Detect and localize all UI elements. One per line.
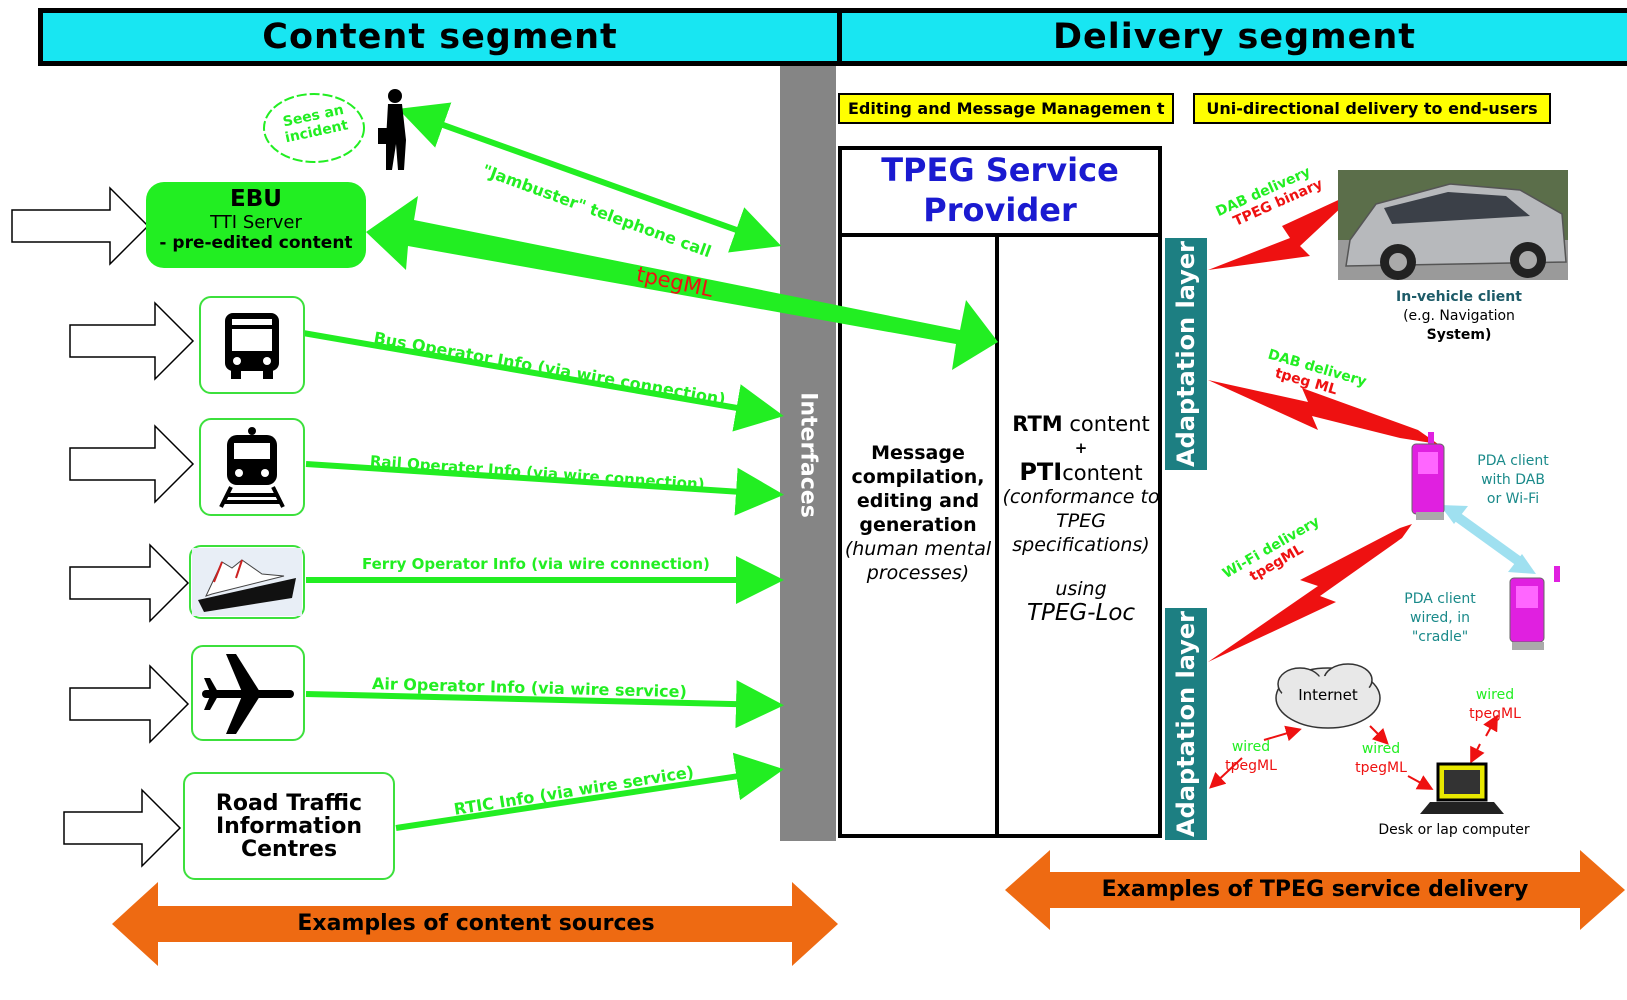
content-sources-arrow bbox=[112, 882, 838, 966]
vehicle-client-label: In-vehicle client (e.g. Navigation Syste… bbox=[1396, 289, 1522, 343]
wired-label-3: wired tpegML bbox=[1469, 687, 1521, 722]
internet-label: Internet bbox=[1298, 686, 1358, 704]
ferry-flow-label: Ferry Operator Info (via wire connection… bbox=[362, 555, 710, 573]
input-arrow-bus bbox=[69, 301, 195, 381]
wired-label-2: wired tpegML bbox=[1355, 741, 1407, 776]
rtic-arrow bbox=[395, 752, 784, 831]
content-sources-label: Examples of content sources bbox=[297, 911, 655, 936]
air-operator-box bbox=[191, 645, 305, 741]
dab-bolt-pda bbox=[1208, 380, 1438, 444]
pda-link-arrow bbox=[1449, 508, 1527, 570]
interfaces-bar bbox=[780, 66, 836, 841]
ferry-icon bbox=[192, 548, 302, 616]
dab-bolt-vehicle bbox=[1208, 190, 1360, 270]
pda-wired-label: PDA client wired, in "cradle" bbox=[1404, 591, 1476, 645]
provider-divider-h bbox=[838, 233, 1162, 237]
provider-box bbox=[838, 146, 1162, 838]
input-arrows bbox=[11, 186, 195, 868]
input-arrow-rail bbox=[69, 424, 195, 504]
input-arrow-ebu bbox=[11, 186, 150, 266]
rail-operator-box bbox=[199, 418, 305, 516]
unidirectional-label: Uni-directional delivery to end-users bbox=[1193, 93, 1551, 124]
editing-label: Editing and Message Managemen t bbox=[838, 93, 1175, 124]
wifi-bolt bbox=[1208, 524, 1412, 662]
person-icon bbox=[378, 89, 406, 170]
desk-computer-label: Desk or lap computer bbox=[1378, 822, 1530, 838]
bus-arrow bbox=[302, 330, 784, 432]
pda-dab-icon bbox=[1411, 432, 1445, 520]
input-arrow-air bbox=[69, 664, 190, 744]
delivery-segment-header: Delivery segment bbox=[837, 8, 1627, 66]
bus-icon bbox=[225, 313, 279, 379]
adaptation-layer-top: Adaptation layer bbox=[1165, 238, 1207, 470]
input-arrow-ferry bbox=[69, 543, 190, 623]
ebu-server-box: EBU TTI Server - pre-edited content bbox=[146, 182, 366, 268]
internet-cloud-icon bbox=[1275, 663, 1381, 729]
tpegml-main-arrow bbox=[366, 196, 998, 370]
car-image bbox=[1338, 170, 1568, 280]
train-icon bbox=[219, 427, 285, 508]
rail-arrow bbox=[305, 461, 784, 516]
incident-bubble-icon bbox=[263, 93, 365, 163]
pda-wired-icon bbox=[1509, 566, 1560, 650]
message-compilation-text: Message compilation, editing and generat… bbox=[844, 442, 992, 584]
provider-divider-v bbox=[995, 233, 999, 838]
airplane-icon bbox=[202, 654, 294, 734]
service-delivery-label: Examples of TPEG service delivery bbox=[1101, 877, 1529, 902]
pda-dab-label: PDA client with DAB or Wi-Fi bbox=[1477, 453, 1549, 507]
service-delivery-arrow bbox=[1005, 850, 1625, 930]
rtm-pti-text: RTM content + PTIcontent (conformance to… bbox=[1002, 412, 1160, 626]
air-arrow bbox=[305, 680, 784, 729]
wired-label-1: wired tpegML bbox=[1225, 739, 1277, 774]
bus-operator-box bbox=[199, 296, 305, 394]
ferry-operator-box bbox=[189, 545, 305, 619]
jambuster-arrow bbox=[398, 102, 782, 253]
input-arrow-road bbox=[63, 788, 182, 868]
laptop-icon bbox=[1420, 762, 1504, 814]
content-segment-header: Content segment bbox=[38, 8, 842, 66]
adaptation-layer-bottom: Adaptation layer bbox=[1165, 608, 1207, 840]
road-traffic-box: Road Traffic Information Centres bbox=[183, 772, 395, 880]
